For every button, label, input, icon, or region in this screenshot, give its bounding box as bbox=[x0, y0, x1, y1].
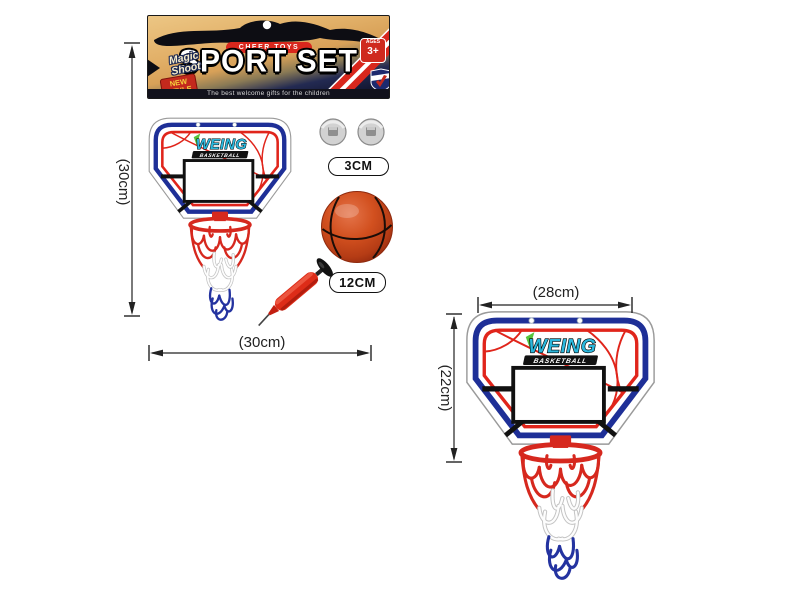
tagline-strip: The best welcome gifts for the children bbox=[148, 89, 389, 98]
dim-right-board-width: (28cm) bbox=[477, 284, 633, 313]
pump-icon bbox=[258, 258, 333, 327]
dim-text: (30cm) bbox=[115, 159, 132, 206]
suction-cups bbox=[319, 118, 385, 146]
product-title: SPORT SET bbox=[178, 44, 359, 79]
age-badge: AGES 3+ bbox=[360, 38, 386, 63]
series-banner: CHEER TOYS bbox=[226, 42, 312, 53]
dim-text: (28cm) bbox=[533, 284, 580, 301]
basketball bbox=[321, 191, 393, 263]
packaging-card: CHEER TOYS SPORT SET Magic Shoot NEW STY… bbox=[147, 15, 390, 99]
age-value: 3+ bbox=[367, 46, 379, 57]
ball-size-label: 12CM bbox=[329, 272, 386, 293]
dim-text: (22cm) bbox=[437, 365, 454, 412]
dim-right-board-height: (22cm) bbox=[437, 313, 462, 463]
suction-size-label: 3CM bbox=[328, 157, 389, 176]
age-label: AGES bbox=[365, 39, 381, 45]
suction-cup-icon bbox=[357, 118, 385, 146]
suction-cup-icon bbox=[319, 118, 347, 146]
dim-left-board-width: (30cm) bbox=[148, 334, 372, 361]
dim-text: (30cm) bbox=[239, 334, 286, 351]
dim-left-board-height: (30cm) bbox=[115, 42, 140, 317]
ball-dot-icon bbox=[262, 20, 272, 30]
arrow-flash-icon bbox=[148, 59, 160, 77]
player-silhouette-icon bbox=[154, 20, 382, 47]
